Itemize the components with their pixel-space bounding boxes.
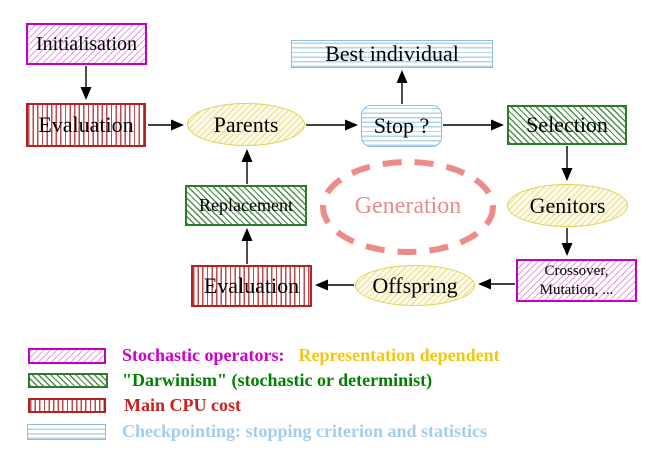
node-replacement: Replacement xyxy=(185,185,307,226)
node-selection: Selection xyxy=(507,105,627,145)
node-crossover-mutation: Crossover, Mutation, ... xyxy=(516,259,637,302)
green-diagonal-hatch-swatch xyxy=(28,373,108,388)
magenta-diagonal-hatch-swatch xyxy=(28,348,106,364)
node-best-individual: Best individual xyxy=(291,40,493,68)
node-evaluation-bottom: Evaluation xyxy=(191,265,312,307)
red-vertical-stripes-swatch xyxy=(28,398,106,413)
legend-darwinism: "Darwinism" (stochastic or determinist) xyxy=(122,370,433,390)
node-initialisation: Initialisation xyxy=(26,23,147,65)
cyan-horizontal-stripes-swatch xyxy=(27,424,106,440)
legend-cpu-cost: Main CPU cost xyxy=(124,395,241,415)
legend-stochastic-operators: Stochastic operators: Representation depe… xyxy=(122,345,500,366)
legend-representation-label: Representation dependent xyxy=(298,345,500,365)
node-genitors: Genitors xyxy=(507,184,628,227)
crossover-label-line2: Mutation, ... xyxy=(539,281,614,298)
node-evaluation-top: Evaluation xyxy=(26,103,146,147)
generation-label: Generation xyxy=(354,193,462,219)
node-stop: Stop ? xyxy=(361,105,442,147)
crossover-mutation-label: Crossover, Mutation, ... xyxy=(540,262,614,300)
legend-stochastic-label: Stochastic operators: xyxy=(122,345,285,365)
crossover-label-line1: Crossover, xyxy=(544,262,609,279)
legend-checkpointing: Checkpointing: stopping criterion and st… xyxy=(122,421,488,441)
node-offspring: Offspring xyxy=(355,265,475,306)
node-parents: Parents xyxy=(187,103,305,146)
